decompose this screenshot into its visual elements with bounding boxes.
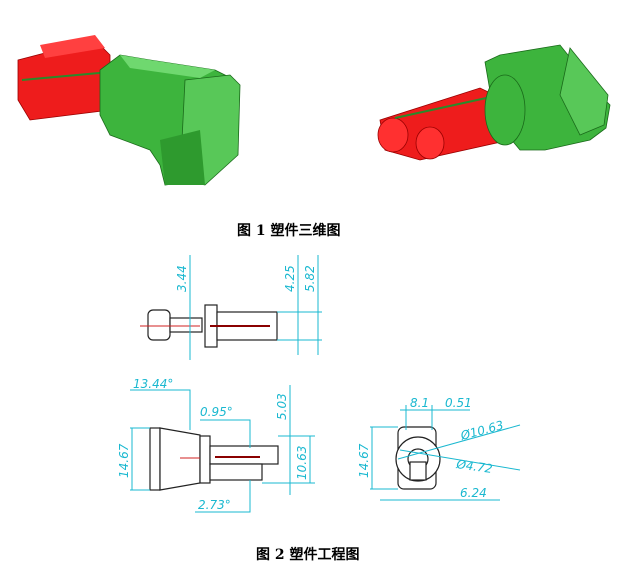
dim-5-03: 5.03 [275,393,289,420]
dim-8-1: 8.1 [410,396,429,410]
dim-side-14-67: 14.67 [357,443,371,478]
dim-4-25: 4.25 [283,265,297,292]
dim-14-67: 14.67 [117,443,131,478]
dim-6-24: 6.24 [460,486,487,500]
dim-0-51: 0.51 [445,396,472,410]
dim-13-44-deg: 13.44° [133,377,173,391]
figure-2-caption: 图 2 塑件工程图 [256,547,360,563]
dim-5-82: 5.82 [303,265,317,292]
dim-10-63: 10.63 [295,446,309,480]
dim-3-44: 3.44 [175,265,189,292]
model-3d-view-left [17,35,241,186]
dim-2-73-deg: 2.73° [198,498,231,512]
figure-1-caption: 图 1 塑件三维图 [237,223,341,239]
drawing-side-view: 8.1 0.51 Ø10.63 14.67 Ø4.72 6.24 [357,396,521,501]
model-3d-view-right [377,44,611,161]
drawing-top-view: 3.44 4.25 5.82 [140,255,322,360]
dim-0-95-deg: 0.95° [200,405,233,419]
dim-dia-4-72: Ø4.72 [455,457,494,476]
dim-dia-10-63: Ø10.63 [458,418,505,443]
drawing-front-view: 13.44° 0.95° 5.03 14.67 10.63 2.73° [117,377,315,513]
